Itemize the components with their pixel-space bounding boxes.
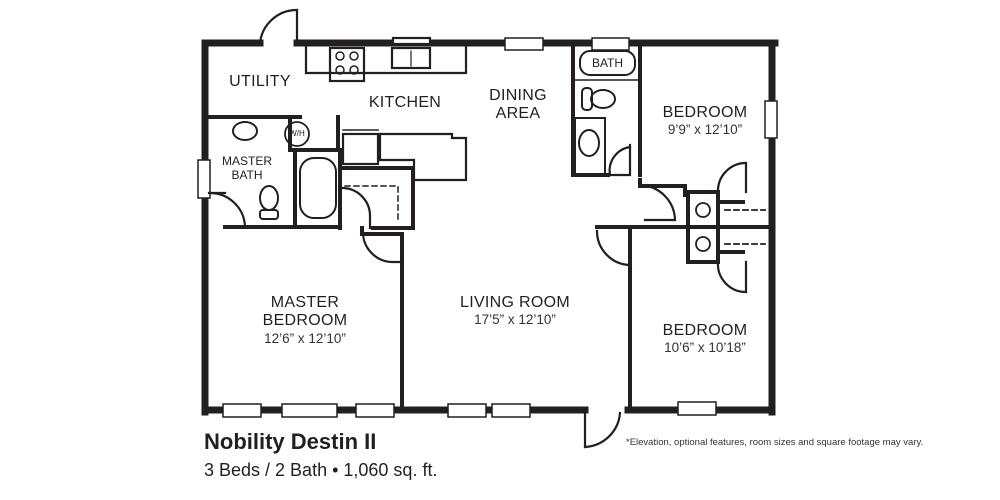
room-dimensions-bedroom-upper: 9’9” x 12’10”: [667, 122, 743, 138]
room-label-utility: UTILITY: [229, 73, 291, 90]
water-heater-label: W/H: [289, 129, 305, 138]
stove-burners: [335, 51, 359, 75]
room-dimensions-bedroom-lower: 10’6” x 10’18”: [664, 340, 746, 356]
room-label-kitchen: KITCHEN: [368, 94, 442, 111]
room-label-dining-line1: DINING: [489, 87, 547, 104]
room-label-bedroom-upper: BEDROOM: [662, 104, 748, 121]
windows: [197, 37, 778, 418]
room-label-master-bedroom-line1: MASTER: [270, 294, 340, 311]
room-dimensions-living: 17’5” x 12’10”: [474, 312, 556, 328]
room-master-bedroom: MASTER BEDROOM 12’6” x 12’10”: [230, 294, 380, 346]
room-dimensions-master-bedroom: 12’6” x 12’10”: [264, 330, 346, 346]
room-label-master-bath: MASTER BATH: [212, 154, 282, 183]
room-label-dining: DINING AREA: [478, 87, 558, 124]
plan-summary: 3 Beds / 2 Bath • 1,060 sq. ft.: [204, 460, 438, 480]
kitchen-counters: [304, 36, 468, 221]
room-label-master-bedroom-line2: BEDROOM: [262, 312, 348, 330]
room-bedroom-upper: BEDROOM 9’9” x 12’10”: [645, 104, 765, 138]
room-label-master-bath-line2: BATH: [231, 167, 263, 182]
room-label-bedroom-lower: BEDROOM: [662, 322, 748, 339]
disclaimer: *Elevation, optional features, room size…: [626, 437, 924, 448]
room-bedroom-lower: BEDROOM 10’6” x 10’18”: [640, 322, 770, 356]
room-label-bath: BATH: [591, 56, 624, 70]
room-label-living: LIVING ROOM: [460, 294, 570, 311]
room-label-master-bath-line1: MASTER: [221, 154, 272, 168]
room-living: LIVING ROOM 17’5” x 12’10”: [440, 294, 590, 328]
room-label-dining-line2: AREA: [495, 105, 541, 123]
closet-fixtures: [687, 202, 766, 252]
door-swings: [207, 8, 748, 449]
plan-title: Nobility Destin II: [204, 429, 377, 454]
bath-fixtures: [232, 50, 639, 220]
